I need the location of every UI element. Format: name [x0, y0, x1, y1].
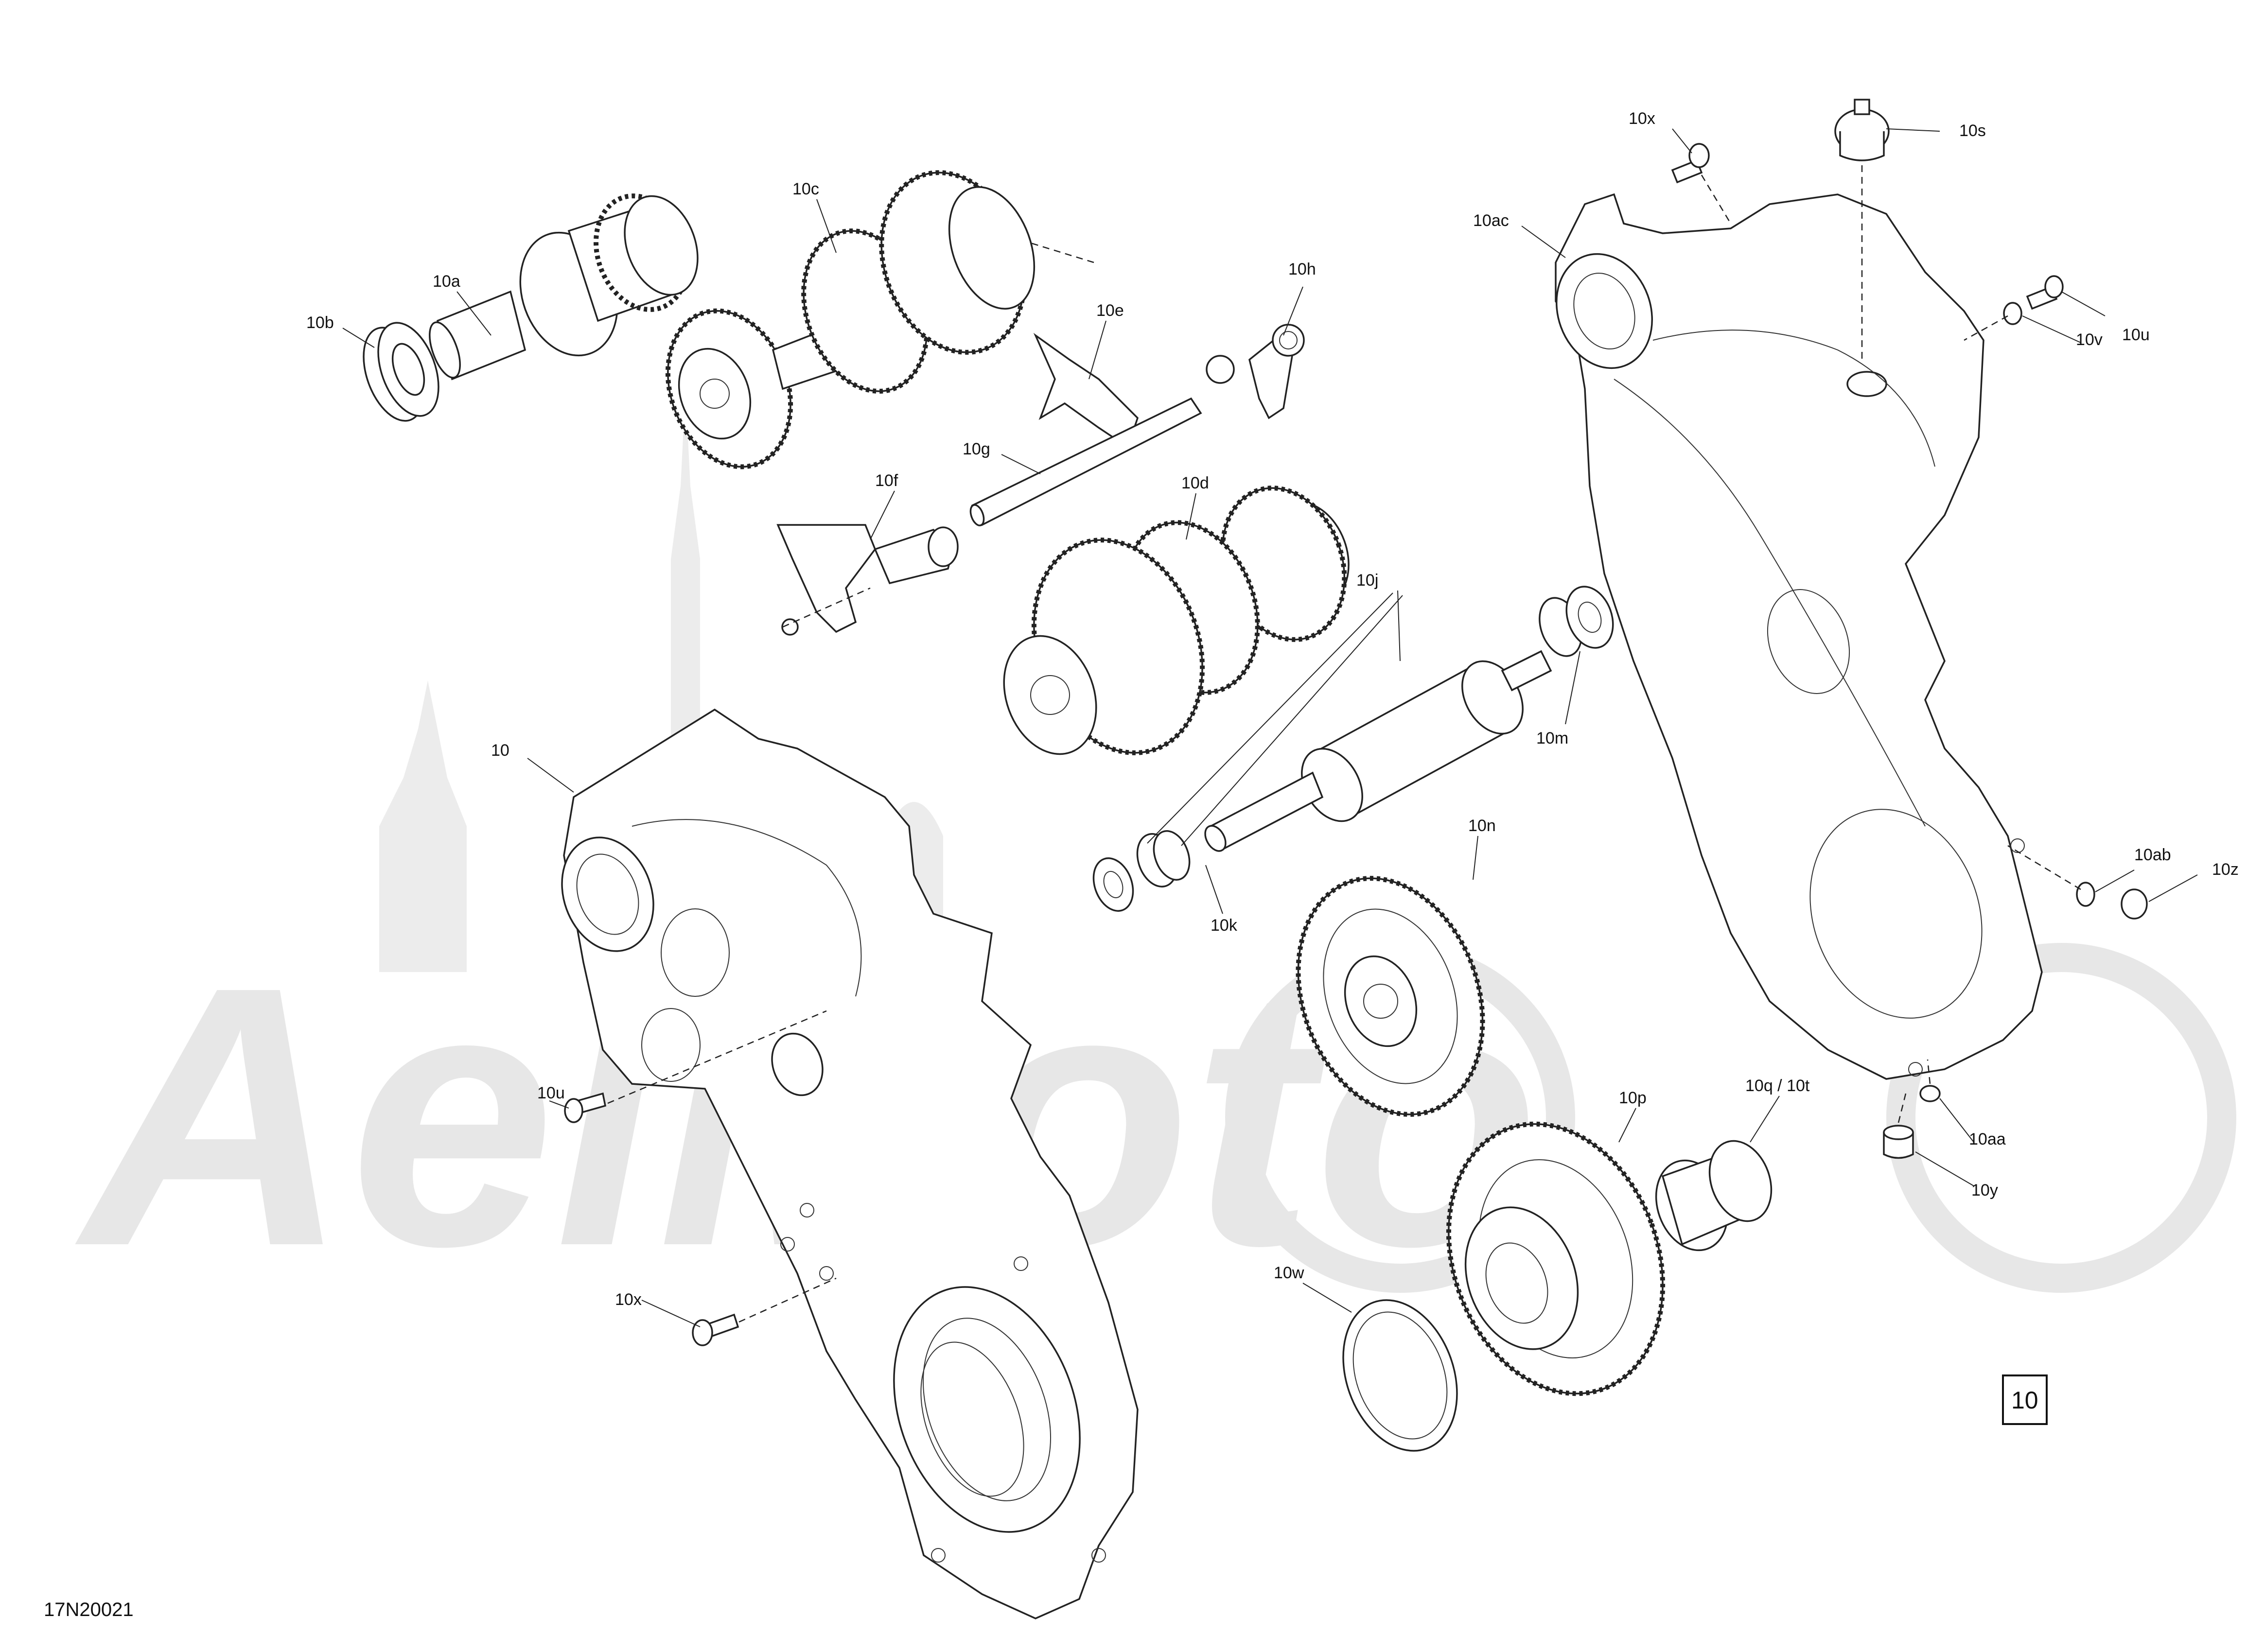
callout-10n: 10n — [1468, 817, 1496, 835]
bolt-10z — [2121, 888, 2148, 920]
gear-10p — [1446, 1121, 1666, 1396]
callout-10b: 10b — [306, 313, 334, 332]
callout-10f: 10f — [875, 471, 898, 490]
callout-10e: 10e — [1096, 301, 1124, 320]
washer-10b — [363, 322, 439, 422]
diagram-code: 17N20021 — [44, 1599, 134, 1620]
washer-10ab — [2076, 882, 2095, 907]
washer-10aa — [1919, 1085, 1941, 1102]
callout-10g: 10g — [963, 440, 990, 458]
callout-10d: 10d — [1181, 474, 1209, 492]
bearing-10m — [1539, 586, 1614, 657]
callout-10x-left: 10x — [615, 1290, 642, 1309]
washer-10v — [2003, 302, 2022, 325]
spring-10h — [1206, 324, 1305, 419]
shift-fork-10e — [1033, 332, 1139, 449]
shift-rod-10g — [969, 397, 1202, 526]
callout-10y: 10y — [1971, 1181, 1998, 1200]
callout-10ac: 10ac — [1473, 211, 1509, 230]
callout-10k: 10k — [1211, 916, 1238, 935]
callout-10h: 10h — [1288, 260, 1316, 278]
right-housing-10ac — [1555, 193, 2043, 1080]
leader-lines — [342, 128, 2198, 1327]
bolt-10y — [1883, 1125, 1914, 1159]
washers-10k — [1092, 830, 1191, 912]
callout-10u-left: 10u — [537, 1084, 565, 1102]
callout-10a: 10a — [433, 272, 460, 291]
callout-10m: 10m — [1536, 729, 1568, 748]
input-shaft-10a — [429, 193, 699, 381]
callout-10q-10t: 10q / 10t — [1745, 1077, 1810, 1095]
callout-10v: 10v — [2076, 330, 2103, 349]
assembly-lines — [607, 165, 2081, 1323]
bolt-10x-right — [1671, 143, 1710, 184]
left-housing-10 — [561, 708, 1139, 1619]
page-number-box: 10 — [2002, 1374, 2048, 1425]
shift-fork-10f — [776, 524, 959, 636]
callout-10c: 10c — [792, 180, 819, 198]
callout-10z: 10z — [2212, 860, 2239, 879]
callout-10w: 10w — [1274, 1264, 1304, 1282]
callout-10x-right: 10x — [1629, 109, 1655, 128]
callout-10ab: 10ab — [2134, 846, 2171, 864]
plug-10s — [1834, 99, 1890, 161]
layshaft-gears-10c — [665, 170, 1036, 470]
bolt-10u-right — [2026, 275, 2064, 310]
callout-labels: 10a 10b 10c 10e 10h 10g 10f 10d 10j 10m … — [306, 109, 2239, 1309]
callout-10p: 10p — [1619, 1089, 1647, 1107]
bolt-10x-left — [692, 1313, 739, 1346]
callout-10aa: 10aa — [1969, 1130, 2006, 1148]
bolt-10u-left — [564, 1092, 607, 1123]
page-number: 10 — [2011, 1387, 2038, 1414]
gear-cluster-10d — [1003, 486, 1350, 755]
gear-10n — [1296, 876, 1485, 1117]
callout-10s: 10s — [1959, 122, 1986, 140]
seal-10w — [1342, 1299, 1458, 1452]
callout-10: 10 — [491, 741, 509, 760]
callout-10j: 10j — [1356, 571, 1378, 590]
callout-10u-right: 10u — [2122, 326, 2150, 344]
plug-10q-10t — [1655, 1140, 1773, 1252]
shift-drum-10j — [1204, 650, 1552, 852]
